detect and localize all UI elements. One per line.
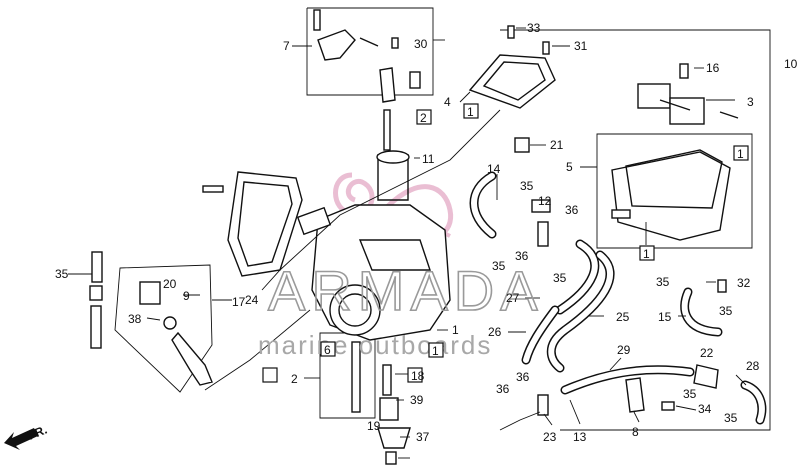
float: [637, 83, 705, 125]
part-label: 39: [410, 393, 424, 407]
watermark-tagline: marine outboards: [258, 330, 492, 360]
part-label: 34: [698, 402, 712, 416]
part-label: 38: [128, 312, 142, 326]
part-label: 35: [683, 387, 697, 401]
part-label: 1: [452, 323, 459, 337]
part-label: 1: [467, 105, 474, 119]
part-label: 36: [565, 203, 579, 217]
part-label: 33: [527, 21, 541, 35]
part-label: 31: [574, 39, 588, 53]
part-label: 10: [784, 57, 798, 71]
part-label: 9: [183, 289, 190, 303]
group-frame-top: [306, 7, 445, 96]
watermark-brand: ARMADA: [268, 259, 544, 322]
part-label: 17: [232, 295, 246, 309]
hoses: [469, 171, 767, 425]
part-label: 36: [496, 382, 510, 396]
part-label: 7: [283, 39, 290, 53]
carburetor-body: [296, 150, 451, 341]
part-label: 23: [543, 430, 557, 444]
front-direction-arrow-icon: FR.: [4, 423, 49, 450]
boxed-labels: [262, 103, 749, 383]
part-label: 13: [573, 430, 587, 444]
part-label: 1: [737, 147, 744, 161]
part-label: 35: [719, 304, 733, 318]
part-labels: 33 31 30 7 10 16 3 4 1 2 11 21 5 1 14 35…: [55, 21, 798, 444]
part-label: 25: [616, 310, 630, 324]
part-label: 8: [632, 425, 639, 439]
part-label: 1: [643, 247, 650, 261]
part-label: 14: [487, 162, 501, 176]
part-label: 35: [520, 179, 534, 193]
top-cover: [468, 54, 556, 109]
part-label: 22: [700, 346, 714, 360]
group-frame-10: [500, 29, 771, 431]
part-label: 35: [724, 411, 738, 425]
part-label: 36: [515, 249, 529, 263]
part-label: 12: [538, 194, 552, 208]
part-label: 30: [414, 37, 428, 51]
part-label: 2: [420, 111, 427, 125]
part-label: 20: [163, 277, 177, 291]
part-label: 1: [432, 344, 439, 358]
part-label: 36: [516, 370, 530, 384]
group-frame-5: [596, 133, 753, 249]
part-label: 35: [55, 267, 69, 281]
part-label: 35: [492, 259, 506, 273]
part-label: 16: [706, 61, 720, 75]
part-label: 27: [506, 291, 520, 305]
part-label: 6: [324, 343, 331, 357]
part-label: 29: [617, 343, 631, 357]
part-label: 26: [488, 325, 502, 339]
part-label: 35: [656, 275, 670, 289]
part-label: 18: [411, 369, 425, 383]
front-direction-label: FR.: [26, 423, 49, 443]
part-label: 4: [444, 95, 451, 109]
part-label: 3: [747, 95, 754, 109]
part-label: 24: [245, 293, 259, 307]
part-label: 5: [566, 160, 573, 174]
part-label: 28: [746, 359, 760, 373]
part-label: 35: [553, 271, 567, 285]
part-label: 15: [658, 310, 672, 324]
leader-lines: [68, 27, 747, 459]
part-label: 37: [416, 430, 430, 444]
part-label: 19: [367, 419, 381, 433]
small-parts: [89, 9, 739, 465]
part-label: 32: [737, 276, 751, 290]
part-label: 11: [422, 152, 435, 166]
part-label: 21: [550, 138, 564, 152]
float-chamber: [611, 149, 731, 241]
part-label: 2: [291, 372, 298, 386]
